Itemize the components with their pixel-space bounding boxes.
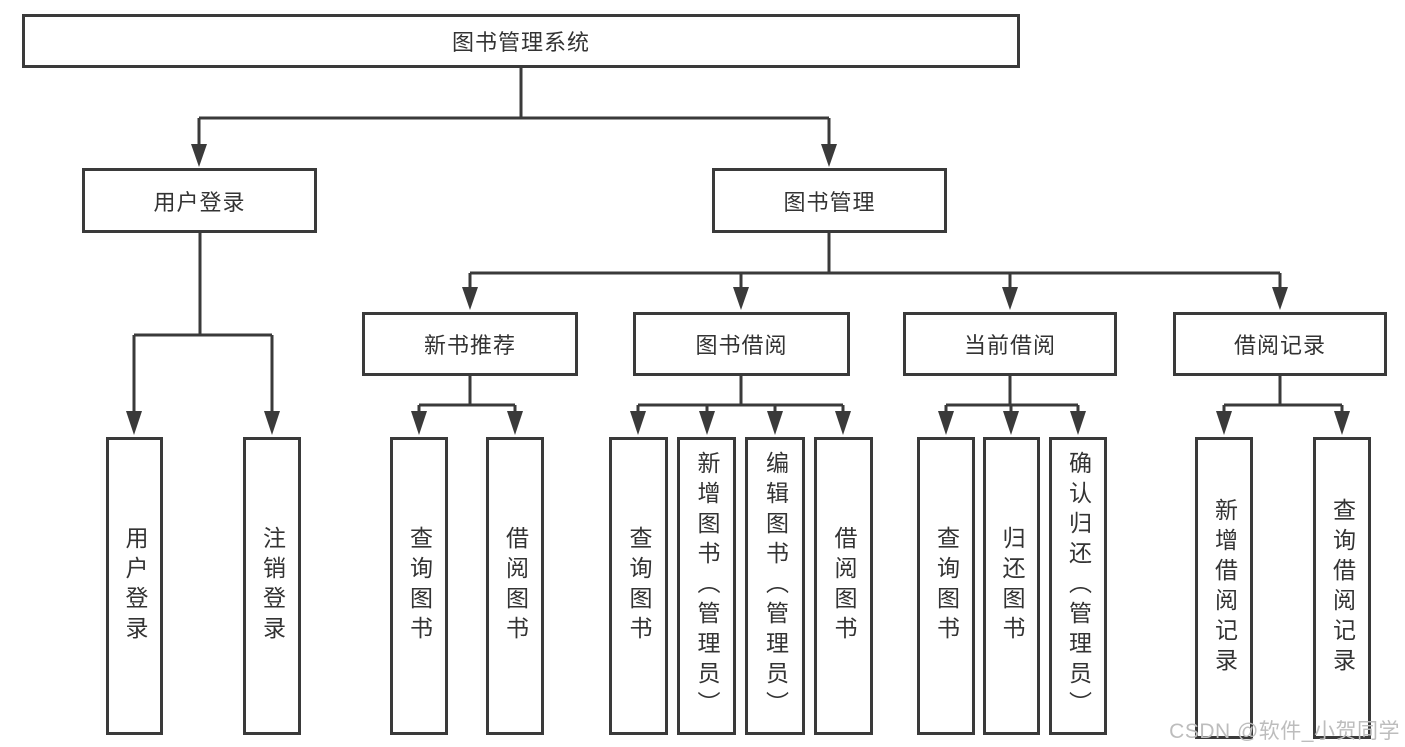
node-label: 查询借阅记录 [1329, 498, 1356, 678]
node-label: 新增借阅记录 [1211, 498, 1238, 678]
node-label: 编辑图书（管理员） [762, 451, 789, 721]
node-label: 借阅记录 [1233, 333, 1326, 358]
watermark: CSDN @软件_小贺同学 [1169, 720, 1400, 743]
node-label: 用户登录 [153, 189, 246, 215]
node-label: 图书借阅 [695, 333, 788, 358]
node-leaf-query-books: 查询图书 [609, 437, 668, 735]
connector-current-borrowing-to-leaves [938, 376, 1086, 435]
node-leaf-borrow-books: 借阅图书 [486, 437, 544, 735]
node-new-book-recommend: 新书推荐 [362, 312, 578, 376]
node-label: 新书推荐 [423, 333, 516, 358]
node-label: 图书管理系统 [451, 30, 590, 55]
node-leaf-query-borrow-record: 查询借阅记录 [1313, 437, 1371, 739]
node-leaf-query-books: 查询图书 [917, 437, 975, 735]
node-label: 查询图书 [406, 526, 433, 646]
node-leaf-user-login: 用户登录 [106, 437, 163, 735]
connector-new-book-recommend-to-leaves [411, 376, 523, 435]
node-book-management: 图书管理 [712, 168, 947, 233]
node-leaf-logout: 注销登录 [243, 437, 301, 735]
node-leaf-add-borrow-record: 新增借阅记录 [1195, 437, 1253, 739]
node-leaf-confirm-return-admin: 确认归还（管理员） [1049, 437, 1107, 735]
node-leaf-return-books: 归还图书 [983, 437, 1040, 735]
node-label: 确认归还（管理员） [1065, 451, 1092, 721]
node-label: 新增图书（管理员） [694, 451, 720, 721]
node-label: 借阅图书 [831, 526, 857, 646]
connector-root-to-level2 [191, 67, 837, 167]
node-leaf-query-books: 查询图书 [390, 437, 448, 735]
node-label: 归还图书 [999, 526, 1025, 646]
node-root: 图书管理系统 [22, 14, 1020, 68]
node-label: 用户登录 [122, 526, 148, 646]
connector-borrowing-records-to-leaves [1216, 376, 1350, 435]
node-borrowing-records: 借阅记录 [1173, 312, 1387, 376]
node-label: 图书管理 [783, 189, 876, 215]
node-label: 查询图书 [626, 526, 652, 646]
node-label: 当前借阅 [963, 333, 1056, 358]
node-label: 借阅图书 [502, 526, 529, 646]
node-leaf-add-books-admin: 新增图书（管理员） [677, 437, 736, 735]
node-label: 注销登录 [259, 526, 286, 646]
connector-book-borrowing-to-leaves [630, 376, 851, 435]
node-leaf-edit-books-admin: 编辑图书（管理员） [745, 437, 805, 735]
connector-user-login-to-leaves [126, 233, 280, 435]
connector-book-management-to-level3 [462, 233, 1288, 310]
node-leaf-borrow-books: 借阅图书 [814, 437, 873, 735]
node-user-login: 用户登录 [82, 168, 317, 233]
node-book-borrowing: 图书借阅 [633, 312, 850, 376]
node-current-borrowing: 当前借阅 [903, 312, 1117, 376]
node-label: 查询图书 [933, 526, 960, 646]
